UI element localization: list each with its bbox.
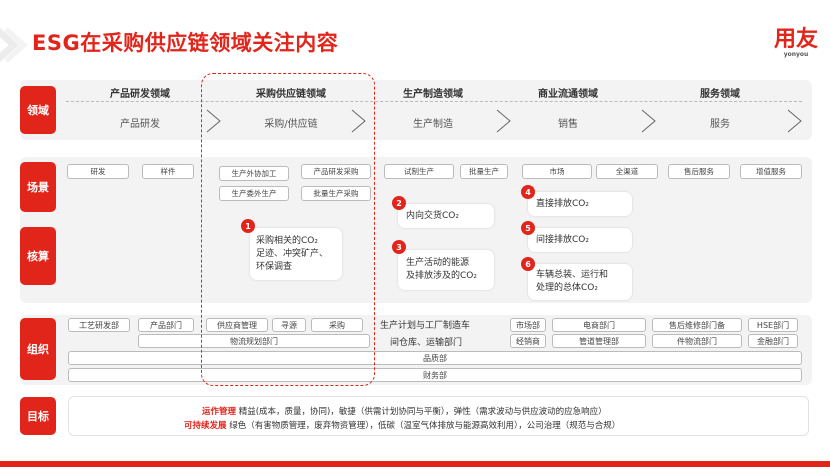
scene-chip: 全渠道 [596, 164, 658, 179]
page-title: ESG在采购供应链领域关注内容 [32, 31, 339, 55]
scene-chip: 样件 [142, 164, 194, 179]
chevron-right-icon [641, 109, 656, 133]
goal-line-sustainability: 可持续发展 绿色（有害物质管理，废弃物资管理），低碳（温室气体排放与能源高效利用… [184, 421, 621, 431]
org-chip: 市场部 [510, 318, 546, 332]
domain-label-commerce: 销售 [558, 119, 578, 130]
domain-label-purchase: 采购/供应链 [264, 119, 318, 130]
org-chip: 电商部门 [552, 318, 646, 332]
accounting-bubble-5: 间接排放CO₂ [528, 228, 632, 252]
goal-line-operations: 运作管理 精益(成本，质量，协同)，敏捷（供需计划协同与平衡），弹性（需求波动与… [202, 407, 607, 417]
org-bar-finance: 财务部 [68, 368, 802, 382]
domain-label-rd: 产品研发 [120, 119, 160, 130]
domain-label-manufacture: 生产制造 [413, 119, 453, 130]
scene-chip: 生产外协加工 [219, 166, 289, 181]
step-badge: 2 [392, 196, 406, 210]
scene-chip: 批量生产采购 [301, 186, 371, 201]
row-label-goal: 目标 [20, 397, 56, 435]
org-chip: 金融部门 [748, 334, 798, 348]
org-chip: 工艺研发部 [68, 318, 130, 332]
scene-chip: 增值服务 [740, 164, 802, 179]
goal-key: 可持续发展 [184, 421, 227, 431]
accounting-bubble-6: 车辆总装、运行和 处理的总体CO₂ [528, 264, 632, 300]
row-label-org: 组织 [20, 318, 56, 380]
brand-logo: 用友 yonyou [770, 28, 822, 59]
chevron-right-icon [787, 109, 802, 133]
domain-head-service: 服务领域 [700, 89, 740, 100]
logo-subtext: yonyou [783, 51, 809, 58]
chevron-right-icon [496, 109, 511, 133]
scene-chip: 生产委外生产 [219, 186, 289, 201]
domain-head-commerce: 商业流通领域 [538, 89, 598, 100]
domain-label-service: 服务 [710, 119, 730, 130]
accounting-bubble-2: 内向交货CO₂ [398, 204, 494, 228]
step-badge: 3 [392, 240, 406, 254]
scene-chip: 市场 [522, 164, 592, 179]
focus-highlight-purchase [201, 73, 375, 386]
step-badge: 5 [521, 221, 535, 235]
domain-panel [20, 80, 812, 140]
org-chip: 售后维修部门备 [652, 318, 742, 332]
timeline-divider [66, 101, 802, 102]
step-badge: 6 [521, 257, 535, 271]
org-chip: 寻源 [272, 318, 306, 332]
domain-head-rd: 产品研发领域 [110, 89, 170, 100]
org-text: 生产计划与工厂制造车 [380, 321, 471, 331]
row-label-scene: 场景 [20, 162, 56, 212]
org-chip: 经销商 [510, 334, 546, 348]
accounting-bubble-4: 直接排放CO₂ [528, 192, 632, 216]
chevron-right-icon [206, 109, 221, 133]
scene-chip: 研发 [67, 164, 129, 179]
org-text: 间仓库、运输部门 [390, 338, 463, 348]
accounting-bubble-3: 生产活动的能源 及排放涉及的CO₂ [398, 250, 494, 290]
scene-chip: 试制生产 [384, 164, 454, 179]
scene-chip: 产品研发采购 [301, 164, 371, 179]
scene-chip: 批量生产 [460, 164, 508, 179]
org-chip: 产品部门 [138, 318, 194, 332]
goal-key: 运作管理 [202, 407, 237, 417]
org-chip: 物流规划部门 [138, 334, 370, 348]
org-chip: HSE部门 [748, 318, 798, 332]
org-chip: 供应商管理 [206, 318, 268, 332]
row-label-domain: 领域 [20, 86, 56, 134]
org-chip: 管道管理部 [552, 334, 646, 348]
logo-text: 用友 [773, 27, 818, 52]
row-label-accounting: 核算 [20, 227, 56, 285]
org-chip: 件物流部门 [652, 334, 742, 348]
org-bar-quality: 品质部 [68, 351, 802, 365]
chevron-right-icon [351, 109, 366, 133]
org-chip: 采购 [311, 318, 363, 332]
goal-box [68, 396, 809, 436]
step-badge: 1 [241, 219, 255, 233]
footer-bar [0, 461, 830, 467]
scene-chip: 售后服务 [668, 164, 730, 179]
domain-head-manufacture: 生产制造领域 [403, 89, 463, 100]
domain-head-purchase: 采购供应链领域 [256, 89, 326, 100]
chevron-decoration-icon [0, 27, 28, 63]
accounting-bubble-1: 采购相关的CO₂ 足迹、冲突矿产、 环保调查 [250, 228, 342, 280]
step-badge: 4 [521, 185, 535, 199]
